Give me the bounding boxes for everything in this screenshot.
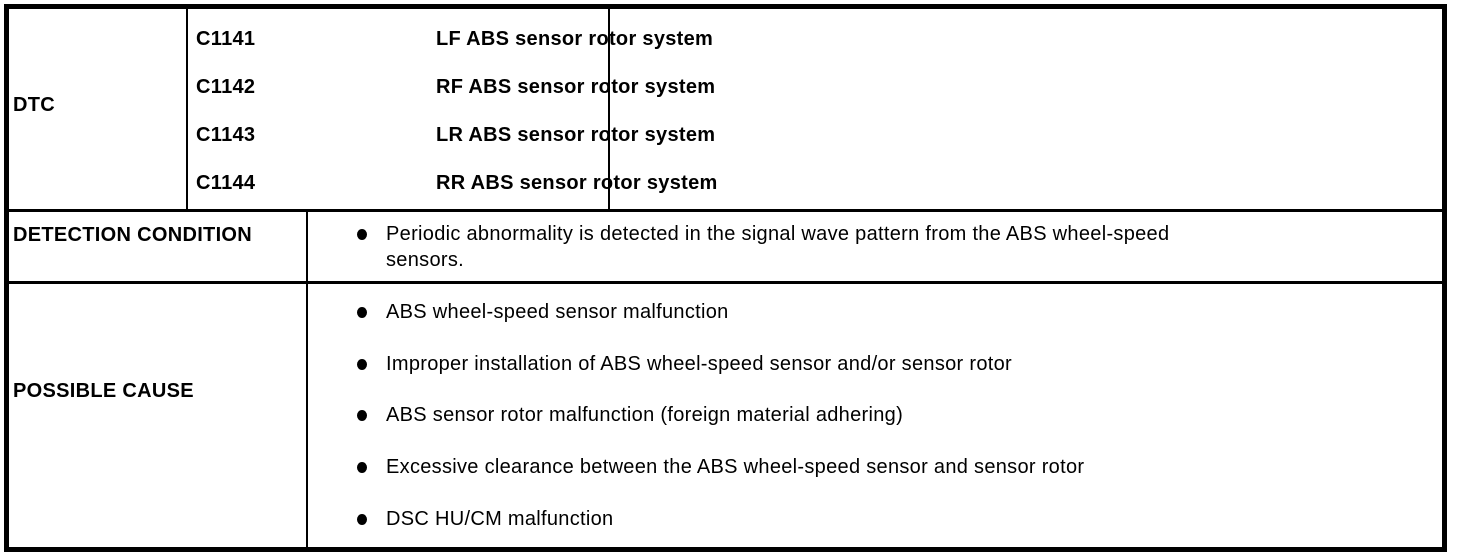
list-item: ABS wheel-speed sensor malfunction [308, 299, 1442, 325]
bullet-icon [357, 462, 367, 474]
detection-condition-label: DETECTION CONDITION [13, 224, 253, 246]
detection-condition-header-cell: DETECTION CONDITION [9, 212, 308, 281]
dtc-code: C1141 [196, 27, 256, 50]
bullet-icon [357, 410, 367, 422]
bullet-icon [357, 228, 367, 240]
dtc-code: C1143 [196, 123, 256, 146]
dtc-code-rows: C1141 LF ABS sensor rotor system C1142 R… [188, 9, 1442, 209]
detection-condition-section: DETECTION CONDITION Periodic abnormality… [9, 212, 1442, 284]
possible-cause-text: DSC HU/CM malfunction [386, 508, 614, 531]
dtc-code: C1142 [196, 75, 256, 98]
table-row: C1143 LR ABS sensor rotor system [188, 111, 1442, 159]
dtc-header-cell: DTC [9, 9, 188, 209]
table-row: C1142 RF ABS sensor rotor system [188, 63, 1442, 111]
detection-condition-content-cell: Periodic abnormality is detected in the … [308, 212, 1442, 281]
list-item: Improper installation of ABS wheel-speed… [308, 351, 1442, 377]
bullet-icon [357, 358, 367, 370]
possible-cause-content-cell: ABS wheel-speed sensor malfunction Impro… [308, 284, 1442, 547]
dtc-description: LR ABS sensor rotor system [436, 123, 716, 146]
table-row: C1144 RR ABS sensor rotor system [188, 159, 1442, 207]
dtc-table: DTC C1141 LF ABS sensor rotor system C11… [4, 4, 1447, 552]
possible-cause-label: POSSIBLE CAUSE [13, 380, 194, 402]
detection-condition-text: Periodic abnormality is detected in the … [386, 222, 1170, 271]
possible-cause-text: ABS wheel-speed sensor malfunction [386, 300, 729, 323]
dtc-description: LF ABS sensor rotor system [436, 27, 714, 50]
possible-cause-text: Excessive clearance between the ABS whee… [386, 456, 1085, 479]
possible-cause-text: Improper installation of ABS wheel-speed… [386, 352, 1012, 375]
dtc-code: C1144 [196, 171, 256, 194]
dtc-section: DTC C1141 LF ABS sensor rotor system C11… [9, 9, 1442, 212]
possible-cause-section: POSSIBLE CAUSE ABS wheel-speed sensor ma… [9, 284, 1442, 547]
list-item: Excessive clearance between the ABS whee… [308, 454, 1442, 480]
bullet-icon [357, 514, 367, 526]
dtc-description: RF ABS sensor rotor system [436, 75, 716, 98]
list-item: Periodic abnormality is detected in the … [308, 221, 1186, 273]
dtc-description: RR ABS sensor rotor system [436, 171, 718, 194]
list-item: DSC HU/CM malfunction [308, 506, 1442, 532]
possible-cause-header-cell: POSSIBLE CAUSE [9, 284, 308, 547]
possible-cause-text: ABS sensor rotor malfunction (foreign ma… [386, 404, 904, 427]
dtc-header-label: DTC [13, 93, 56, 116]
table-row: C1141 LF ABS sensor rotor system [188, 15, 1442, 63]
bullet-icon [357, 306, 367, 318]
list-item: ABS sensor rotor malfunction (foreign ma… [308, 402, 1442, 428]
